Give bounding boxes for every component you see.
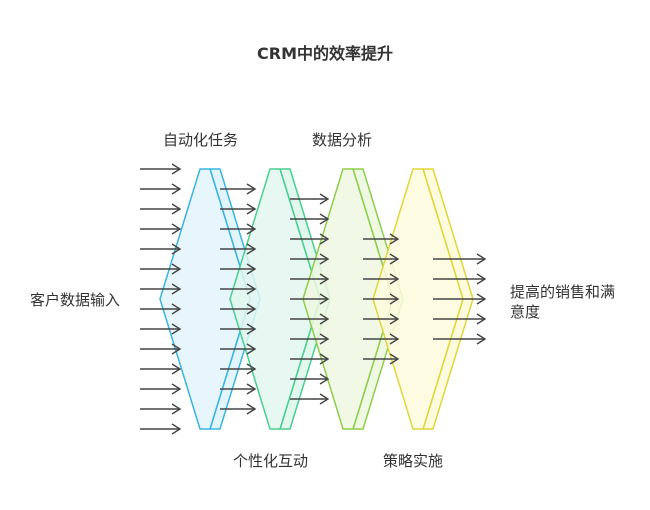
arrowhead — [171, 383, 182, 395]
arrowhead — [319, 313, 330, 325]
arrowhead — [246, 223, 257, 235]
stage-front-face — [159, 168, 251, 430]
arrowhead — [389, 233, 400, 245]
arrowhead — [319, 273, 330, 285]
arrowhead — [319, 353, 330, 365]
arrowhead — [476, 293, 487, 305]
arrowhead — [246, 383, 257, 395]
arrowhead — [476, 273, 487, 285]
arrowhead — [319, 333, 330, 345]
arrowhead — [246, 263, 257, 275]
arrowhead — [171, 223, 182, 235]
input-label: 客户数据输入 — [30, 291, 121, 309]
arrowhead — [319, 193, 330, 205]
arrowhead — [246, 203, 257, 215]
arrowhead — [246, 363, 257, 375]
arrowhead — [389, 253, 400, 265]
arrowhead — [319, 393, 330, 405]
output-label: 提高的销售和满 意度 — [510, 282, 615, 323]
arrowhead — [246, 183, 257, 195]
output-label-line1: 提高的销售和满 — [510, 283, 616, 301]
stage-front-face — [229, 168, 321, 430]
arrowhead — [246, 343, 257, 355]
stage-label-personalization: 个性化互动 — [233, 452, 309, 470]
arrowhead — [389, 293, 400, 305]
arrowhead — [476, 313, 487, 325]
arrowhead — [246, 403, 257, 415]
arrowhead — [246, 283, 257, 295]
arrowhead — [319, 293, 330, 305]
arrowhead — [171, 243, 182, 255]
arrowhead — [171, 403, 182, 415]
arrowhead — [246, 323, 257, 335]
arrowhead — [319, 233, 330, 245]
output-label-line2: 意度 — [510, 303, 541, 322]
stage-layer — [159, 168, 474, 430]
stage-label-automation: 自动化任务 — [163, 131, 239, 149]
arrowhead — [171, 163, 182, 175]
arrowhead — [171, 303, 182, 315]
stage-label-analytics: 数据分析 — [312, 131, 373, 149]
arrowhead — [171, 183, 182, 195]
arrowhead — [171, 203, 182, 215]
arrowhead — [246, 303, 257, 315]
arrowhead — [389, 273, 400, 285]
arrowhead — [319, 253, 330, 265]
arrowhead — [171, 423, 182, 435]
arrowhead — [171, 323, 182, 335]
arrowhead — [246, 243, 257, 255]
arrowhead — [171, 363, 182, 375]
arrow-layer — [140, 163, 487, 435]
arrowhead — [389, 353, 400, 365]
arrowhead — [171, 263, 182, 275]
stage-label-strategy: 策略实施 — [383, 452, 444, 470]
arrowhead — [476, 333, 487, 345]
arrowhead — [319, 373, 330, 385]
diagram-title: CRM中的效率提升 — [257, 44, 393, 63]
arrowhead — [389, 313, 400, 325]
arrowhead — [389, 333, 400, 345]
arrowhead — [319, 213, 330, 225]
arrowhead — [171, 283, 182, 295]
arrowhead — [171, 343, 182, 355]
arrowhead — [476, 253, 487, 265]
